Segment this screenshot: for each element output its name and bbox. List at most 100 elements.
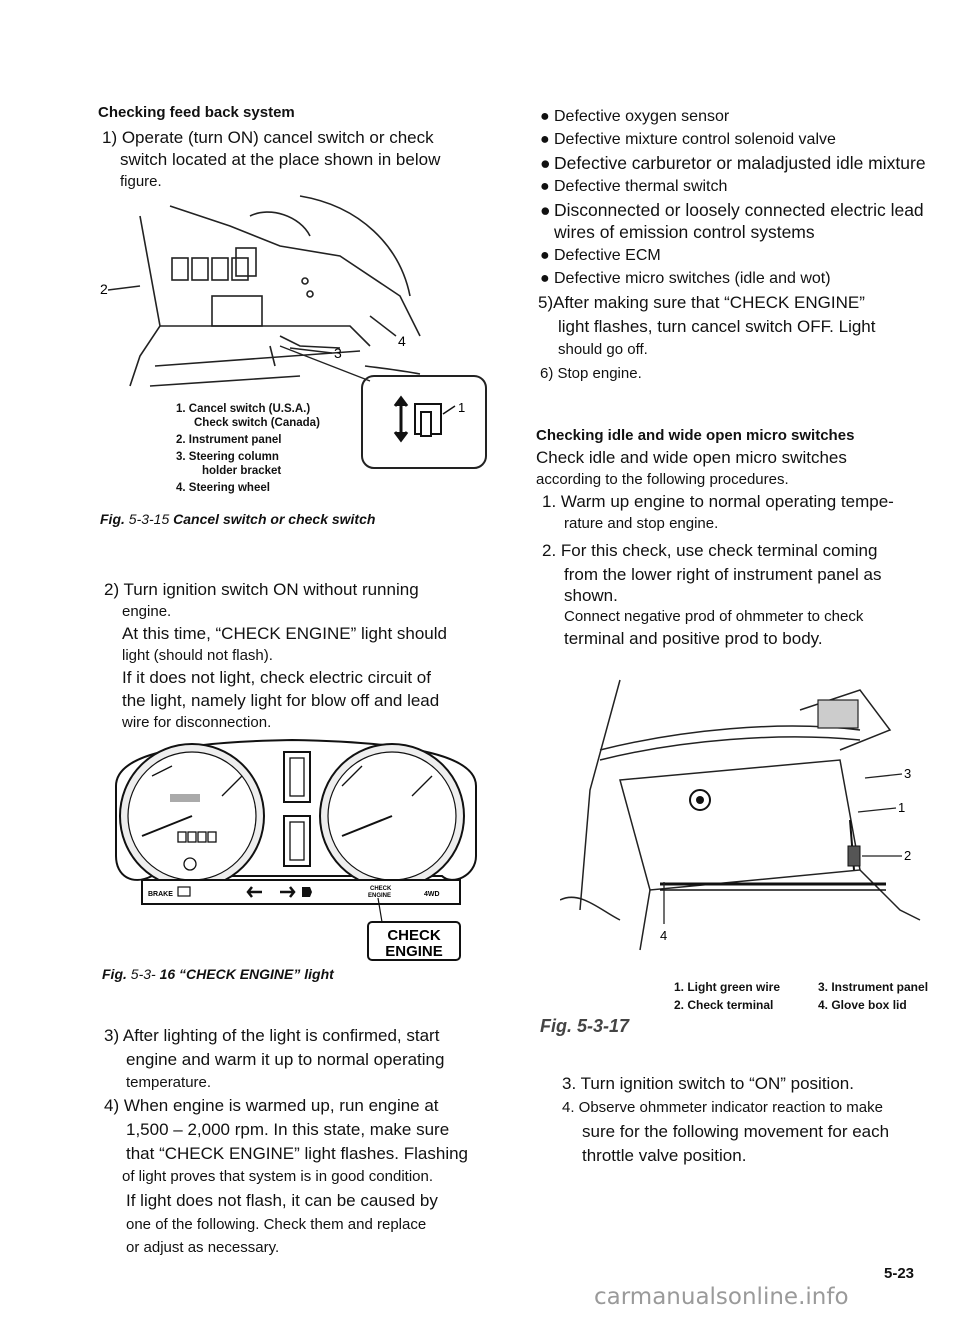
- legend-item: 1. Cancel switch (U.S.A.): [176, 403, 311, 415]
- callout-4: 4: [398, 333, 406, 349]
- bullet-text: Defective oxygen sensor: [554, 108, 730, 125]
- fig17-legend-left: 1. Light green wire 2. Check terminal: [674, 978, 780, 1014]
- step1-line3: figure.: [120, 173, 162, 190]
- fig17-caption: Fig. 5-3-17: [540, 1016, 630, 1036]
- headlight-icon: [302, 887, 312, 897]
- text-line: 3) After lighting of the light is confir…: [104, 1026, 440, 1045]
- caption-number: 5-3-15: [128, 511, 170, 527]
- text-line: rature and stop engine.: [564, 515, 719, 532]
- check-engine-label-1: CHECK: [387, 927, 441, 944]
- callout-3: 3: [904, 766, 911, 781]
- figure-5-3-17: 3 1 2 4: [560, 670, 940, 970]
- text-line: should go off.: [558, 341, 648, 358]
- watermark: carmanualsonline.info: [594, 1284, 849, 1310]
- text-line: 2) Turn ignition switch ON without runni…: [104, 580, 419, 599]
- text-line: that “CHECK ENGINE” light flashes. Flash…: [126, 1144, 469, 1163]
- caption-number: 5-3-: [130, 966, 156, 982]
- text-line: 1. Warm up engine to normal operating te…: [542, 492, 894, 511]
- text-line: terminal and positive prod to body.: [564, 629, 823, 648]
- bullet-text: Defective carburetor or maladjusted idle…: [554, 153, 926, 173]
- callout-4: 4: [660, 928, 667, 943]
- bullet-text: Defective thermal switch: [554, 178, 728, 195]
- text-line: engine.: [122, 603, 172, 620]
- text-line: throttle valve position.: [582, 1146, 747, 1165]
- strip-4wd-label: 4WD: [424, 891, 440, 898]
- text-line: one of the following. Check them and rep…: [126, 1216, 427, 1233]
- text-line: If light does not flash, it can be cause…: [126, 1191, 438, 1210]
- bullet-item: ●Defective ECM: [540, 247, 661, 264]
- right-turn-icon: [280, 886, 296, 898]
- bullet-text: Defective micro switches (idle and wot): [554, 270, 831, 287]
- page-number: 5-23: [884, 1265, 915, 1282]
- text-line: If it does not light, check electric cir…: [122, 668, 431, 687]
- legend-item: 3. Steering column: [176, 451, 279, 463]
- section-heading-feedback: Checking feed back system: [98, 104, 295, 121]
- text-line: 5)After making sure that “CHECK ENGINE”: [538, 293, 865, 312]
- text-line: 4. Observe ohmmeter indicator reaction t…: [562, 1099, 883, 1116]
- text-line: light (should not flash).: [122, 647, 273, 664]
- steps-3-4: 3) After lighting of the light is confir…: [100, 1024, 492, 1260]
- caption-text: 16 “CHECK ENGINE” light: [159, 966, 334, 982]
- left-turn-icon: [246, 886, 262, 898]
- dashboard-switch-illustration: 2 3 4 1: [100, 195, 487, 469]
- check-engine-label-2: ENGINE: [385, 943, 443, 960]
- text-line: the light, namely light for blow off and…: [122, 691, 440, 710]
- strip-brake-label: BRAKE: [148, 891, 173, 898]
- text-line: Connect negative prod of ohmmeter to che…: [564, 608, 864, 625]
- legend-item: 4. Steering wheel: [176, 482, 270, 494]
- fig16-caption: Fig. 5-3- 16 “CHECK ENGINE” light: [102, 966, 334, 982]
- caption-text: Cancel switch or check switch: [173, 511, 376, 527]
- text-line: engine and warm it up to normal operatin…: [126, 1050, 445, 1069]
- caption-prefix: Fig.: [100, 511, 125, 527]
- text-line: from the lower right of instrument panel…: [564, 565, 882, 584]
- legend-item: 3. Instrument panel: [818, 980, 929, 994]
- fig15-caption: Fig. 5-3-15 Cancel switch or check switc…: [100, 511, 375, 527]
- bullet-item: ●Defective oxygen sensor: [540, 108, 730, 125]
- bullet-item: ●Defective thermal switch: [540, 178, 728, 195]
- text-line: At this time, “CHECK ENGINE” light shoul…: [122, 624, 447, 643]
- step1-line1: 1) Operate (turn ON) cancel switch or ch…: [102, 128, 434, 147]
- section-heading-micro-switches: Checking idle and wide open micro switch…: [536, 427, 855, 444]
- text-line: sure for the following movement for each: [582, 1122, 890, 1141]
- bullet-text: Defective ECM: [554, 247, 661, 264]
- instrument-cluster-illustration: BRAKE CHECK ENGINE 4WD CHECK ENGINE: [115, 738, 477, 961]
- callout-2: 2: [904, 848, 911, 863]
- strip-engine-text: ENGINE: [368, 893, 391, 899]
- figure-5-3-16: BRAKE CHECK ENGINE 4WD CHECK ENGINE: [112, 736, 480, 964]
- text-line: Check idle and wide open micro switches: [536, 448, 847, 467]
- bullet-text: Defective mixture control solenoid valve: [554, 131, 836, 148]
- text-line: 3. Turn ignition switch to “ON” position…: [562, 1074, 854, 1093]
- text-line: according to the following procedures.: [536, 471, 789, 488]
- strip-check-text: CHECK: [370, 886, 392, 892]
- step-2: 2) Turn ignition switch ON without runni…: [100, 578, 490, 734]
- callout-1: 1: [898, 800, 905, 815]
- legend-item: 2. Check terminal: [674, 998, 774, 1012]
- text-line: or adjust as necessary.: [126, 1239, 280, 1256]
- right-column: ●Defective oxygen sensor ●Defective mixt…: [536, 106, 940, 650]
- glove-box-terminal-illustration: 3 1 2 4: [560, 679, 921, 951]
- bullet-item: ●Defective micro switches (idle and wot): [540, 270, 831, 287]
- text-line: wire for disconnection.: [122, 714, 272, 731]
- legend-item: 1. Light green wire: [674, 980, 781, 994]
- caption-prefix: Fig.: [102, 966, 127, 982]
- text-line: 4) When engine is warmed up, run engine …: [104, 1096, 439, 1115]
- callout-3: 3: [334, 345, 342, 361]
- text-line: temperature.: [126, 1074, 212, 1091]
- text-line: light flashes, turn cancel switch OFF. L…: [558, 317, 876, 336]
- steps-3-4-right: 3. Turn ignition switch to “ON” position…: [558, 1072, 942, 1168]
- text-line: 2. For this check, use check terminal co…: [542, 541, 878, 560]
- legend-item: holder bracket: [202, 465, 282, 477]
- text-line: shown.: [564, 586, 618, 605]
- fig15-legend: 1. Cancel switch (U.S.A.) Check switch (…: [176, 402, 320, 495]
- fig17-legend-right: 3. Instrument panel 4. Glove box lid: [818, 978, 928, 1014]
- callout-2: 2: [100, 281, 108, 297]
- bullet-text: Disconnected or loosely connected electr…: [554, 200, 924, 242]
- legend-item: 4. Glove box lid: [818, 998, 907, 1012]
- text-line: 6) Stop engine.: [540, 365, 642, 382]
- text-line: of light proves that system is in good c…: [122, 1168, 434, 1185]
- step1-line2: switch located at the place shown in bel…: [120, 150, 441, 169]
- figure-5-3-15: 2 3 4 1: [100, 186, 490, 504]
- bullet-item: ●Defective carburetor or maladjusted idl…: [540, 153, 926, 173]
- text-line: 1,500 – 2,000 rpm. In this state, make s…: [126, 1120, 450, 1139]
